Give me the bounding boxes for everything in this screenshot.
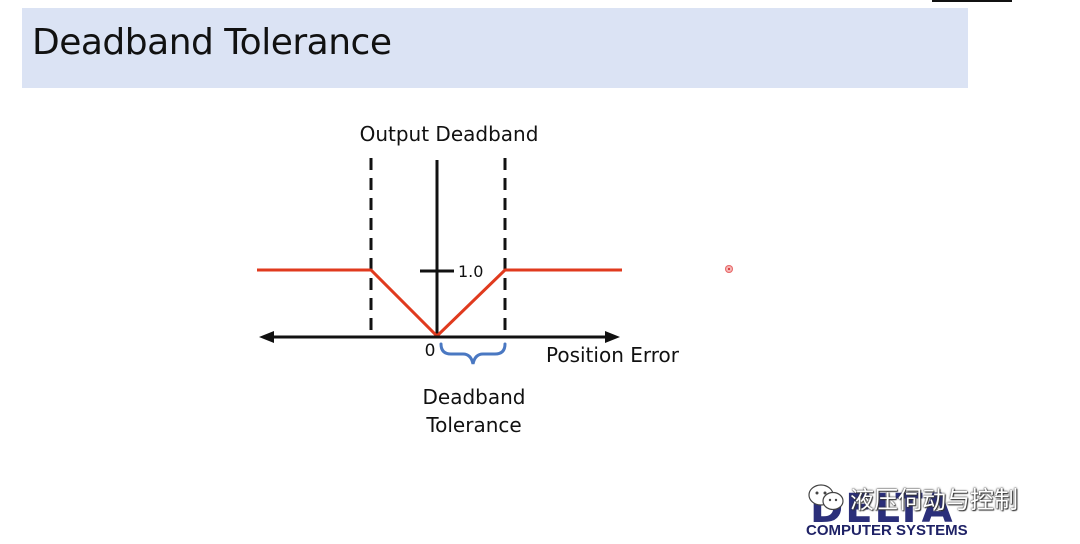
- deadband-brace: [439, 342, 507, 365]
- title-bar: Deadband Tolerance: [22, 8, 968, 88]
- output-deadband-label: Output Deadband: [360, 122, 539, 146]
- right-axis-arrowhead: [605, 331, 620, 343]
- brace-label-line2: Tolerance: [425, 413, 521, 437]
- wechat-watermark: 液压伺动与控制: [806, 480, 1018, 515]
- x-axis-label: Position Error: [546, 343, 680, 367]
- top-edge-marker: [932, 0, 1012, 2]
- output-curve: [257, 268, 622, 339]
- y-tick-label: 1.0: [458, 262, 483, 281]
- brace-label-line1: Deadband: [423, 385, 526, 409]
- left-axis-arrowhead: [259, 331, 274, 343]
- wechat-icon: [808, 483, 844, 510]
- laser-pointer-dot: [725, 265, 733, 273]
- wechat-watermark-text: 液压伺动与控制: [850, 486, 1018, 514]
- logo-subtitle: COMPUTER SYSTEMS: [806, 522, 968, 539]
- origin-label: 0: [425, 341, 436, 361]
- slide-title: Deadband Tolerance: [32, 22, 392, 63]
- delta-logo: DELTA COMPUTER SYSTEMS 液压伺动与控制: [806, 476, 1056, 542]
